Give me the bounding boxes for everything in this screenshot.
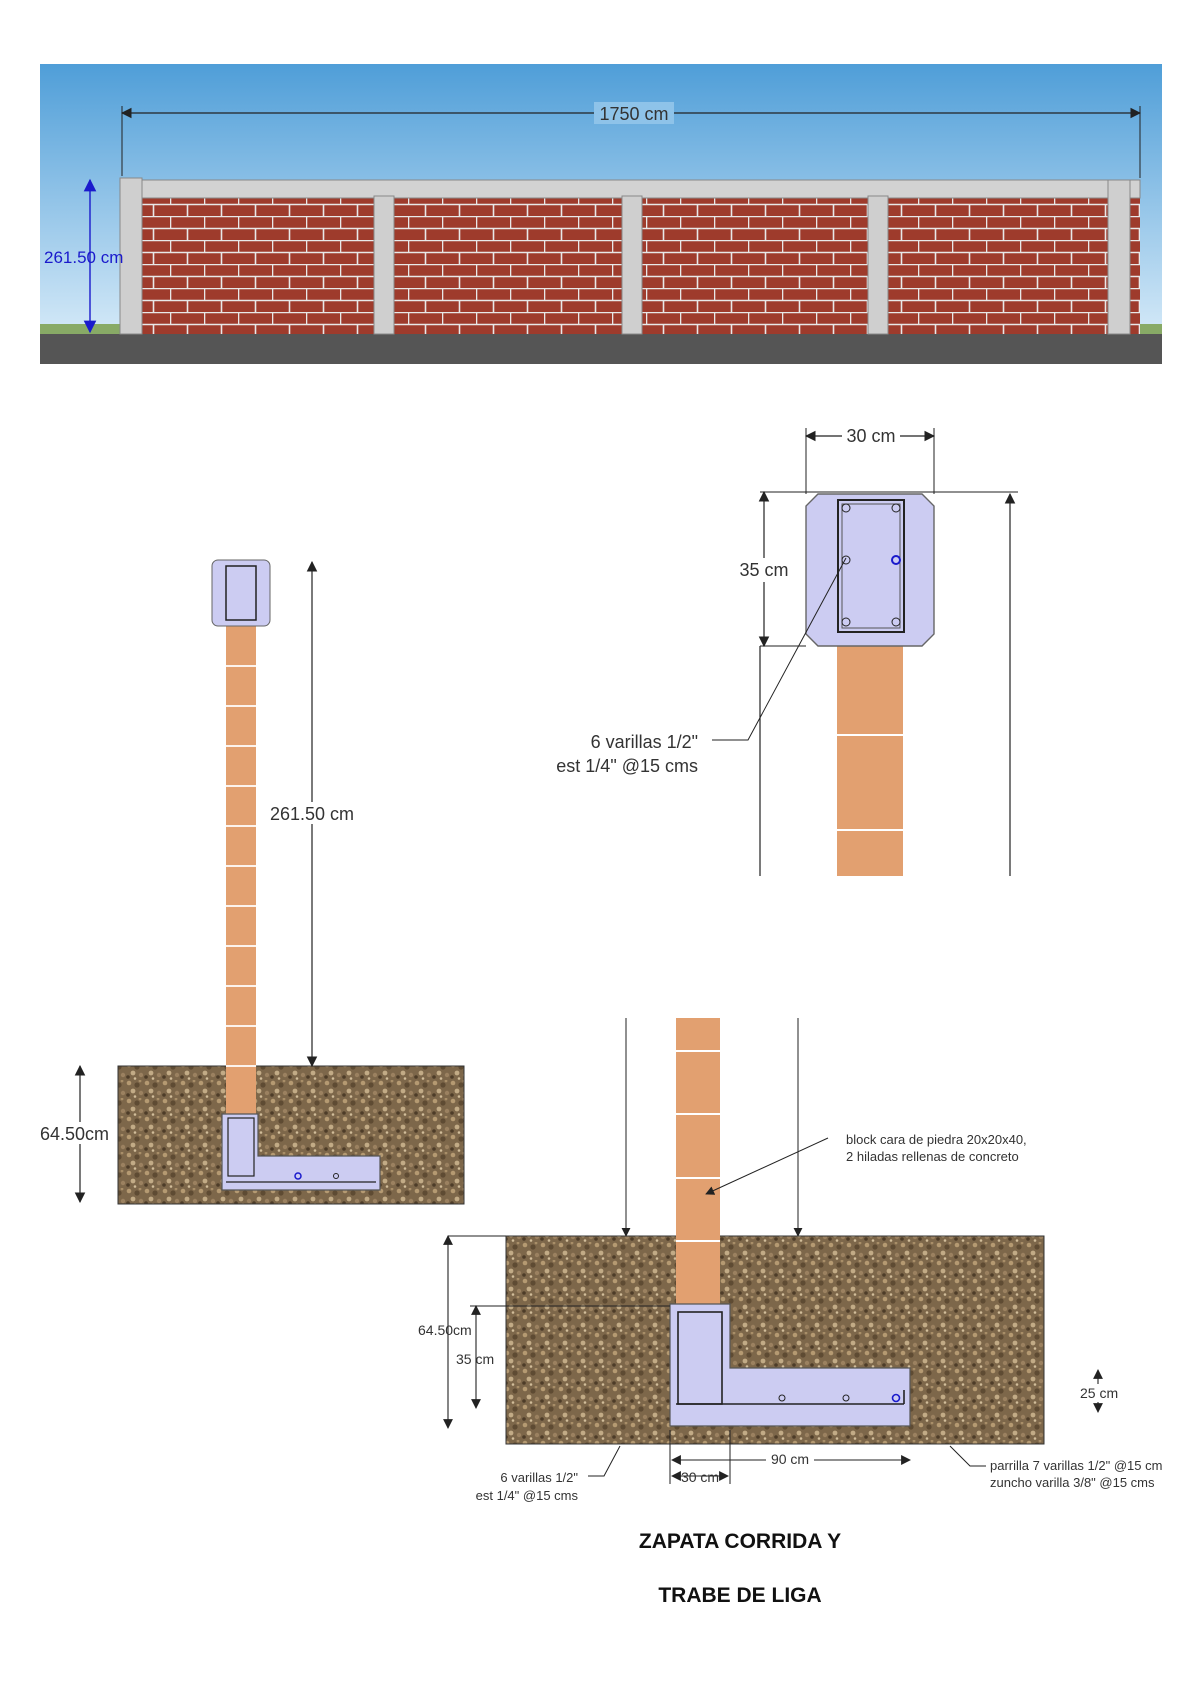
- stirrup: [227, 1117, 255, 1177]
- column: [119, 177, 143, 335]
- small-wall-section: 261.50 cm 64.50cm: [38, 559, 465, 1205]
- caption-line2: TRABE DE LIGA: [658, 1584, 822, 1607]
- column-concrete-section: [805, 493, 935, 647]
- column-section-detail: 30 cm 35 cm 6 varillas 1/2" est 1/4" @15…: [556, 426, 1018, 876]
- rebar: [891, 555, 901, 565]
- mortar-joints: [226, 665, 256, 1067]
- caption-line1: ZAPATA CORRIDA Y: [638, 1530, 842, 1553]
- rebar: [333, 1173, 339, 1179]
- label-mask: [842, 426, 900, 446]
- column-width-label: 30 cm: [846, 426, 895, 446]
- rebar: [294, 1172, 302, 1180]
- rebar-note-line2: est 1/4" @15 cms: [556, 756, 698, 776]
- block-leader: [705, 1137, 829, 1195]
- label-mask: [734, 558, 794, 582]
- label-mask: [766, 1450, 814, 1468]
- rebar: [891, 503, 901, 513]
- column: [867, 195, 889, 335]
- section-depth-label: 64.50cm: [40, 1124, 109, 1144]
- top-beam-section: [211, 559, 271, 627]
- rebar-leader: [588, 1445, 621, 1477]
- wall-height-label: 261.50 cm: [44, 248, 123, 267]
- rebar-leader: [712, 557, 847, 741]
- wall-elevation: 1750 cm 261.50 cm: [40, 64, 1162, 364]
- rebar-right-line1: parrilla 7 varillas 1/2" @15 cm: [990, 1458, 1162, 1473]
- rebar: [891, 1393, 901, 1403]
- footing-section: [221, 1113, 381, 1191]
- block-column: [226, 626, 256, 1114]
- footing-section: [669, 1303, 911, 1427]
- rebar: [891, 617, 901, 627]
- label-mask: [1078, 1384, 1124, 1402]
- rebar: [842, 1394, 850, 1402]
- footing-depth-label: 64.50cm: [418, 1322, 472, 1338]
- beam-height-label: 35 cm: [456, 1351, 494, 1367]
- block-note-line2: 2 hiladas rellenas de concreto: [846, 1149, 1019, 1164]
- rebar-leader: [949, 1445, 986, 1467]
- section-height-label: 261.50 cm: [270, 804, 354, 824]
- block-column: [676, 1018, 720, 1304]
- rebar-left-line2: est 1/4" @15 cms: [476, 1488, 579, 1503]
- beam-width-label: 30 cm: [681, 1469, 719, 1485]
- stirrup: [837, 499, 905, 633]
- tie-beam: [139, 179, 1141, 199]
- label-mask: [268, 802, 358, 824]
- rebar: [778, 1394, 786, 1402]
- column-depth-label: 35 cm: [739, 560, 788, 580]
- rebar-left-line1: 6 varillas 1/2": [500, 1470, 578, 1485]
- rebar-note-line1: 6 varillas 1/2": [591, 732, 698, 752]
- wall-length-label: 1750 cm: [599, 104, 668, 124]
- rebar-right-line2: zuncho varilla 3/8" @15 cms: [990, 1475, 1155, 1490]
- rebar: [841, 617, 851, 627]
- footing-detail: block cara de piedra 20x20x40, 2 hiladas…: [418, 1018, 1162, 1503]
- stirrup: [225, 565, 257, 621]
- ground-band: [40, 334, 1162, 364]
- column: [373, 195, 395, 335]
- column: [621, 195, 643, 335]
- rebar: [841, 503, 851, 513]
- rebar: [841, 555, 851, 565]
- mortar-joints: [676, 1050, 720, 1242]
- column: [1107, 179, 1131, 335]
- footing-width-label: 90 cm: [771, 1451, 809, 1467]
- block-note-line1: block cara de piedra 20x20x40,: [846, 1132, 1027, 1147]
- block-column: [837, 640, 903, 876]
- slab-thickness-label: 25 cm: [1080, 1385, 1118, 1401]
- label-mask: [594, 102, 674, 124]
- label-mask: [38, 1122, 116, 1144]
